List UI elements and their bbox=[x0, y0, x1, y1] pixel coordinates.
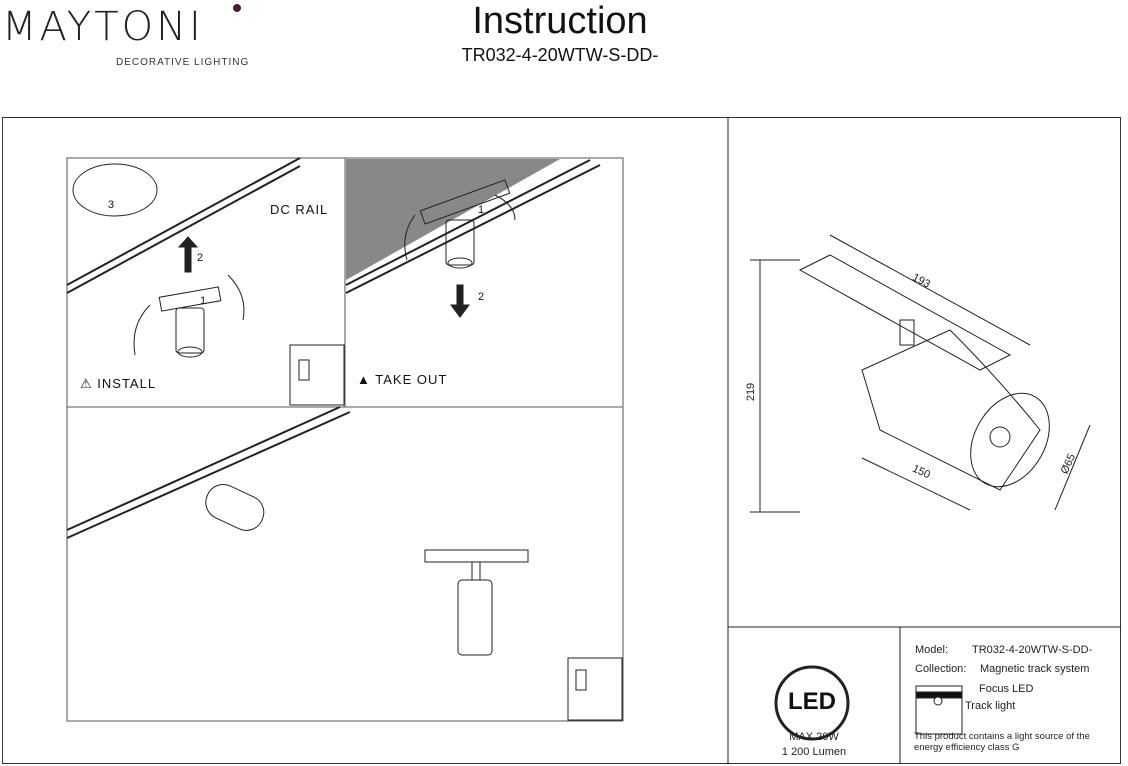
collection-label: Collection: bbox=[915, 663, 967, 675]
step-1-takeout: 1 bbox=[478, 204, 486, 216]
led-badge-text: LED bbox=[788, 688, 836, 715]
takeout-label: ▲ TAKE OUT bbox=[357, 372, 448, 387]
content-frame bbox=[2, 117, 1121, 764]
logo-dot bbox=[233, 4, 241, 12]
lumen: 1 200 Lumen bbox=[781, 746, 847, 758]
install-text: INSTALL bbox=[97, 376, 157, 391]
dc-rail-label: DC RAIL bbox=[270, 202, 329, 217]
model-label: Model: bbox=[915, 644, 949, 656]
step-3: 3 bbox=[108, 199, 116, 211]
page-title: Instruction bbox=[472, 0, 648, 42]
step-2-install: 2 bbox=[197, 252, 205, 264]
takeout-text: TAKE OUT bbox=[375, 372, 448, 387]
takeout-illustration bbox=[345, 159, 601, 318]
model-value: TR032-4-20WTW-S-DD- bbox=[972, 644, 1093, 656]
step-2-takeout: 2 bbox=[478, 291, 486, 303]
energy-note: This product contains a light source of … bbox=[914, 731, 1090, 753]
max-power: MAX 20W bbox=[789, 731, 839, 743]
installed-illustration bbox=[66, 406, 623, 721]
dimension-drawing bbox=[750, 234, 1091, 741]
install-illustration bbox=[66, 157, 345, 406]
model-code: TR032-4-20WTW-S-DD- bbox=[461, 45, 659, 65]
type-focus-led: Focus LED bbox=[979, 683, 1034, 695]
brand-logo: MAYTONI bbox=[2, 4, 204, 50]
type-track-light: Track light bbox=[965, 700, 1016, 712]
dim-height: 219 bbox=[745, 382, 758, 402]
collection-value: Magnetic track system bbox=[980, 663, 1090, 675]
install-label: ⚠ INSTALL bbox=[80, 376, 157, 391]
brand-tagline: DECORATIVE LIGHTING bbox=[116, 57, 250, 68]
step-1-install: 1 bbox=[200, 295, 208, 307]
